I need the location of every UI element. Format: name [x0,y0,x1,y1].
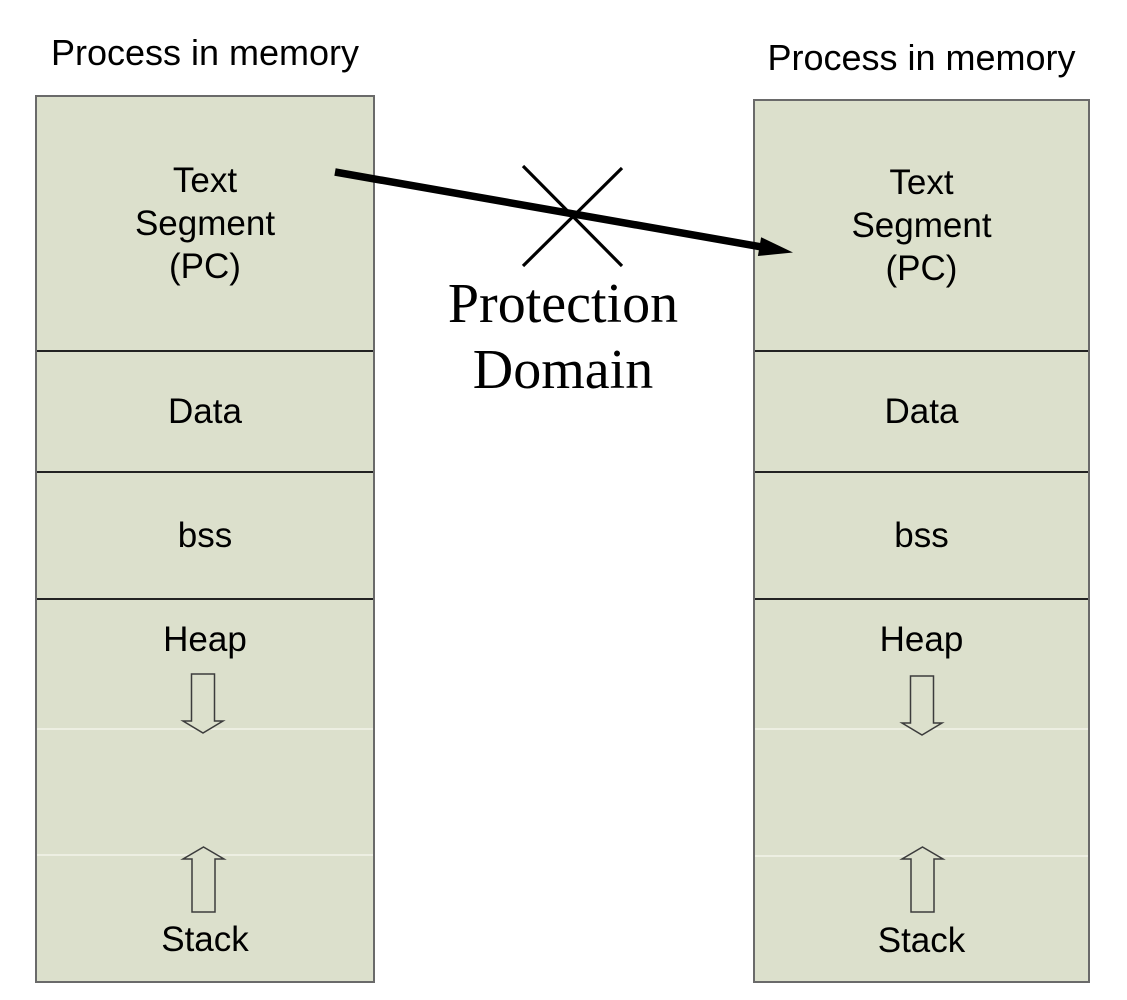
right-segment-free-space [755,730,1088,857]
left-segment-stack-label: Stack [161,920,249,959]
right-segment-heap-label: Heap [879,620,964,659]
heap-growth-arrow-icon [180,673,226,734]
right-segment-text: Text Segment (PC) [755,101,1088,352]
right-segment-bss: bss [755,473,1088,600]
left-segment-stack: Stack [37,856,373,981]
transition-arrow-line [334,168,761,251]
right-segment-stack-label: Stack [877,921,966,960]
left-memory-box: Text Segment (PC) Data bss Heap Stack [35,95,375,983]
right-segment-text-label: Text Segment (PC) [851,163,992,288]
right-segment-stack: Stack [755,857,1088,981]
left-process-title: Process in memory [50,32,360,73]
stack-growth-arrow-icon [899,846,946,913]
protection-domain-label: Protection Domain [447,273,679,401]
right-memory-box: Text Segment (PC) Data bss Heap Stack [753,99,1090,983]
cross-out-line-2 [521,166,624,268]
left-segment-data: Data [37,352,373,473]
cross-out-line-1 [521,164,624,268]
left-segment-text: Text Segment (PC) [37,97,373,352]
left-segment-bss: bss [37,473,373,600]
left-segment-data-label: Data [168,392,242,431]
right-process-title: Process in memory [767,37,1076,78]
left-segment-free-space [37,730,373,856]
left-segment-bss-label: bss [177,516,233,555]
stack-growth-arrow-icon [180,846,227,913]
left-segment-heap-label: Heap [163,620,247,659]
heap-growth-arrow-icon [899,675,945,736]
left-segment-text-label: Text Segment (PC) [134,161,276,286]
right-segment-data-label: Data [884,392,959,431]
right-segment-bss-label: bss [894,516,949,555]
right-segment-data: Data [755,352,1088,473]
